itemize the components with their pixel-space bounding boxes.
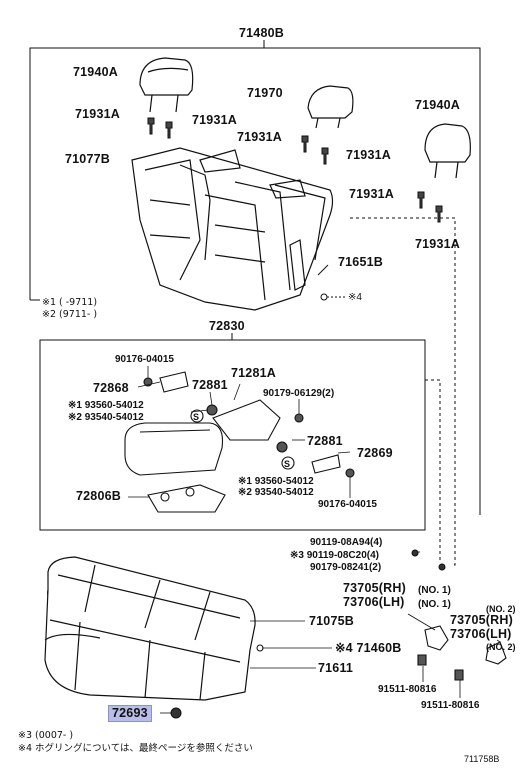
- label-72881-a: 72881: [192, 378, 228, 392]
- armrest-assembly: [124, 371, 355, 513]
- label-72868: 72868: [93, 381, 129, 395]
- label-71931A-5: 71931A: [349, 187, 394, 201]
- label-no2-bot: (NO. 2): [486, 642, 516, 652]
- label-71931A-6: 71931A: [415, 237, 460, 251]
- label-72806B: 72806B: [76, 489, 121, 503]
- label-72881-b: 72881: [307, 434, 343, 448]
- headrest-supports: [147, 117, 443, 223]
- label-90179-top: 90179-06129(2): [263, 388, 335, 399]
- label-no1-a: (NO. 1): [418, 585, 451, 596]
- headrest-right: [424, 123, 471, 179]
- label-71931A-1: 71931A: [75, 107, 120, 121]
- label-71931A-3: 71931A: [237, 130, 282, 144]
- note-4: ※4 ホグリングについては、最終ページを参照ください: [18, 743, 253, 754]
- label-71970: 71970: [247, 86, 283, 100]
- label-90179-bot: 90179-08241(2): [310, 562, 382, 573]
- headrest-center: [307, 85, 354, 129]
- label-93560-a: ※1 93560-54012: [68, 400, 144, 411]
- label-90119-b: ※3 90119-08C20(4): [290, 550, 379, 561]
- label-71651B: 71651B: [338, 255, 383, 269]
- label-71075B: 71075B: [309, 614, 354, 628]
- label-71940A-right: 71940A: [415, 98, 460, 112]
- s-marker-2: S: [284, 459, 290, 469]
- seat-hooks: [417, 625, 507, 681]
- seat-back: [131, 147, 334, 311]
- note-1: ※1 ( -9711): [42, 297, 98, 308]
- label-71077B: 71077B: [65, 152, 110, 166]
- label-no1-b: (NO. 1): [418, 599, 451, 610]
- s-marker-1: S: [193, 412, 199, 422]
- note-3: ※3 (0007- ): [18, 730, 74, 741]
- label-73706-lh1: 73706(LH): [343, 595, 405, 609]
- label-73705-rh1: 73705(RH): [343, 581, 406, 595]
- label-71940A-left: 71940A: [73, 65, 118, 79]
- label-no2-top: (NO. 2): [486, 604, 516, 614]
- label-72869: 72869: [357, 446, 393, 460]
- assembly-frame-71480B: [29, 47, 481, 515]
- label-91511-b: 91511-80816: [421, 700, 480, 711]
- label-71460B: ※4 71460B: [335, 641, 402, 655]
- label-93560-b: ※1 93560-54012: [238, 476, 314, 487]
- label-73706-lh2: 73706(LH): [450, 627, 512, 641]
- label-93540-b: ※2 93540-54012: [238, 487, 314, 498]
- label-note4-mark: ※4: [348, 292, 362, 303]
- label-90176-bot: 90176-04015: [318, 499, 377, 510]
- label-72830: 72830: [209, 319, 245, 333]
- label-71931A-4: 71931A: [346, 148, 391, 162]
- diagram-reference-code: 711758B: [464, 754, 500, 764]
- label-71931A-2: 71931A: [192, 113, 237, 127]
- headrest-left: [139, 57, 194, 113]
- label-72693-highlighted[interactable]: 72693: [108, 705, 152, 722]
- label-71611: 71611: [318, 661, 354, 675]
- label-90176-top: 90176-04015: [115, 354, 174, 365]
- seat-cushion: [44, 556, 256, 701]
- label-90119-a: 90119-08A94(4): [310, 537, 383, 548]
- label-73705-rh2: 73705(RH): [450, 613, 513, 627]
- label-71480B: 71480B: [239, 26, 284, 40]
- label-91511-a: 91511-80816: [378, 684, 437, 695]
- label-71281A: 71281A: [231, 366, 276, 380]
- note-2: ※2 (9711- ): [42, 309, 98, 320]
- label-93540-a: ※2 93540-54012: [68, 412, 144, 423]
